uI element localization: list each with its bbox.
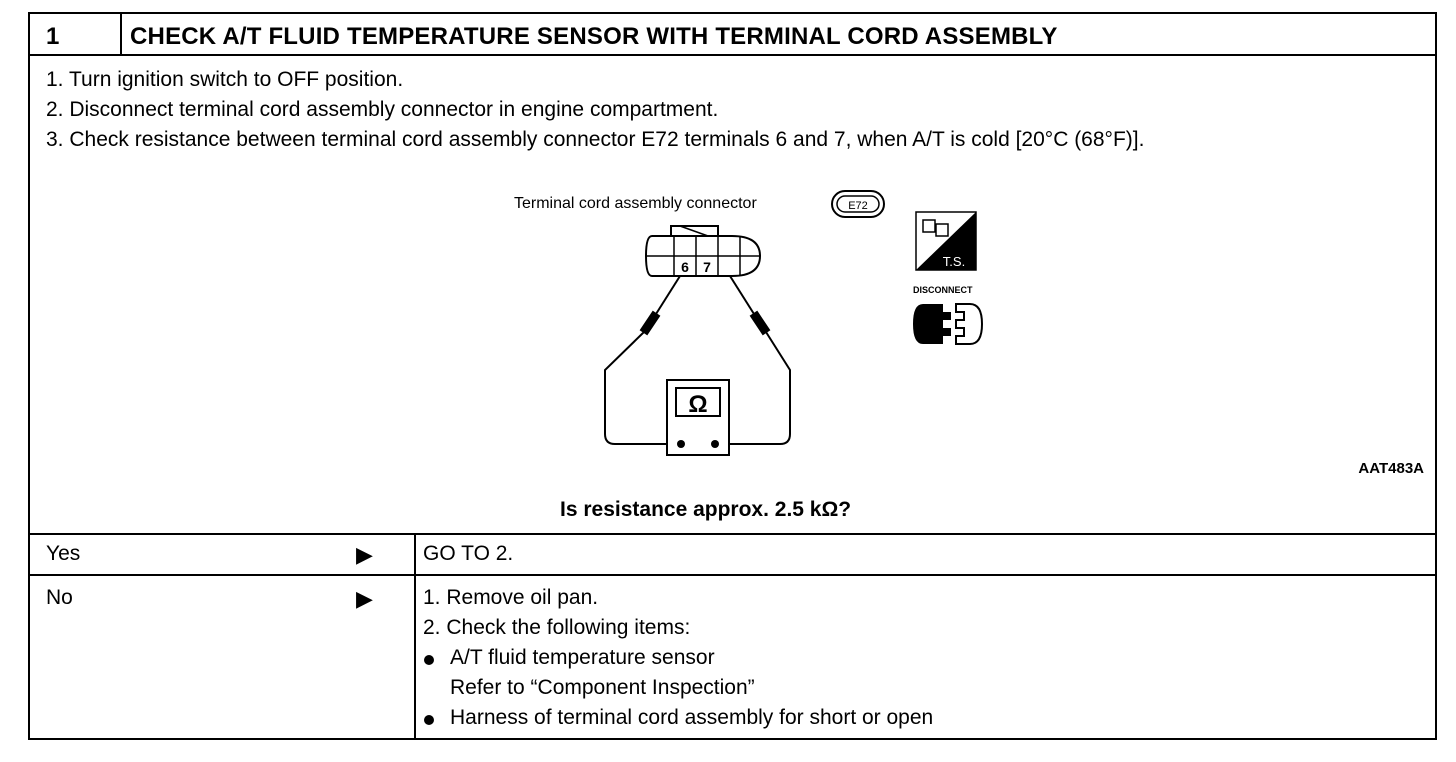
step-title: CHECK A/T FLUID TEMPERATURE SENSOR WITH …: [130, 23, 1058, 50]
yes-action: GO TO 2.: [423, 542, 514, 565]
question-bottom-line: [30, 533, 1435, 535]
bullet-icon: [424, 715, 434, 725]
check-item-harness: Harness of terminal cord assembly for sh…: [450, 706, 934, 729]
terminal-6-label: 6: [681, 259, 689, 275]
resistance-question: Is resistance approx. 2.5 kΩ?: [560, 498, 852, 521]
probe-leads: [604, 275, 791, 445]
connector-code-badge: E72: [831, 190, 885, 218]
connector-diagram: Terminal cord assembly connector E72 6 7: [514, 190, 1424, 477]
figure-id: AAT483A: [1358, 460, 1424, 477]
svg-text:Ω: Ω: [688, 391, 707, 418]
ohmmeter-icon: Ω: [666, 379, 730, 456]
instruction-step-1: 1. Turn ignition switch to OFF position.: [46, 68, 404, 91]
connector-label: Terminal cord assembly connector: [514, 195, 757, 212]
results-divider: [414, 533, 416, 738]
svg-text:T.S.: T.S.: [943, 254, 965, 269]
check-item-sensor-ref: Refer to “Component Inspection”: [450, 676, 755, 699]
no-label: No: [46, 586, 73, 609]
bullet-icon: [424, 655, 434, 665]
check-item-sensor: A/T fluid temperature sensor: [450, 646, 715, 669]
yes-label: Yes: [46, 542, 81, 565]
ts-icon: T.S.: [915, 211, 977, 271]
header-divider: [120, 14, 122, 54]
yes-arrow-icon: ▶: [356, 542, 373, 567]
terminal-7-label: 7: [703, 259, 711, 275]
svg-text:E72: E72: [848, 200, 868, 212]
disconnect-icon: [913, 303, 984, 345]
disconnect-label: DISCONNECT: [913, 285, 973, 295]
connector-icon: [644, 225, 762, 277]
no-action-step-2: 2. Check the following items:: [423, 616, 691, 639]
instruction-step-2: 2. Disconnect terminal cord assembly con…: [46, 98, 719, 121]
no-action-step-1: 1. Remove oil pan.: [423, 586, 599, 609]
inspection-table: 1 CHECK A/T FLUID TEMPERATURE SENSOR WIT…: [28, 12, 1437, 740]
step-number: 1: [46, 23, 60, 50]
no-arrow-icon: ▶: [356, 586, 373, 611]
header-bottom-line: [30, 54, 1435, 56]
yes-row-bottom-line: [30, 574, 1435, 576]
instruction-step-3: 3. Check resistance between terminal cor…: [46, 128, 1145, 151]
